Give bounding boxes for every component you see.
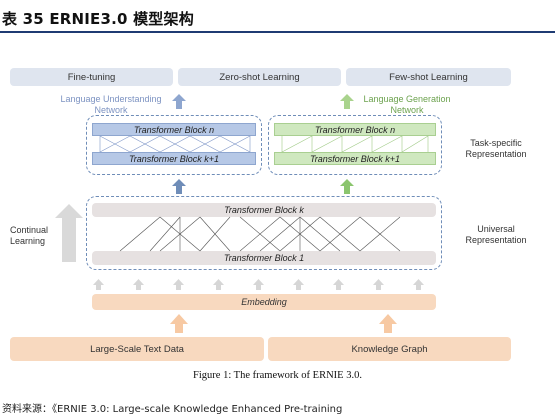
knowledge-graph-box: Knowledge Graph — [268, 337, 511, 361]
blue-arrow-mid-icon — [172, 179, 186, 194]
peach-arrow-left-icon — [170, 314, 188, 333]
figure-heading: 表 35 ERNIE3.0 模型架构 — [2, 10, 194, 28]
nlu-container — [86, 115, 262, 175]
source-footer: 资料来源：《ERNIE 3.0: Large-scale Knowledge E… — [2, 404, 343, 415]
text-data-box: Large-Scale Text Data — [10, 337, 264, 361]
blue-arrow-up-icon — [172, 94, 186, 109]
universal-container — [86, 196, 442, 270]
continual-learning-label: Continual Learning — [10, 225, 49, 246]
nlu-label: Language Understanding Network — [60, 94, 162, 115]
nlg-label: Language Generation Network — [363, 94, 451, 115]
peach-arrow-right-icon — [379, 314, 397, 333]
nlg-container — [268, 115, 442, 175]
universal-block-1: Transformer Block 1 — [92, 251, 436, 265]
embedding-box: Embedding — [92, 294, 436, 310]
nlg-block-k1: Transformer Block k+1 — [274, 152, 436, 165]
heading-rule — [0, 31, 555, 33]
continual-arrow-icon — [55, 204, 83, 262]
nlu-block-n: Transformer Block n — [92, 123, 256, 136]
nlg-block-n: Transformer Block n — [274, 123, 436, 136]
green-arrow-up-icon — [340, 94, 354, 109]
nlu-block-k1: Transformer Block k+1 — [92, 152, 256, 165]
fine-tuning-box: Fine-tuning — [10, 68, 173, 86]
few-shot-box: Few-shot Learning — [346, 68, 511, 86]
small-up-arrows — [93, 279, 424, 290]
universal-label: Universal Representation — [465, 224, 527, 245]
task-specific-label: Task-specific Representation — [465, 138, 527, 159]
green-arrow-mid-icon — [340, 179, 354, 194]
universal-block-k: Transformer Block k — [92, 203, 436, 217]
figure-caption: Figure 1: The framework of ERNIE 3.0. — [193, 370, 362, 381]
zero-shot-box: Zero-shot Learning — [178, 68, 341, 86]
